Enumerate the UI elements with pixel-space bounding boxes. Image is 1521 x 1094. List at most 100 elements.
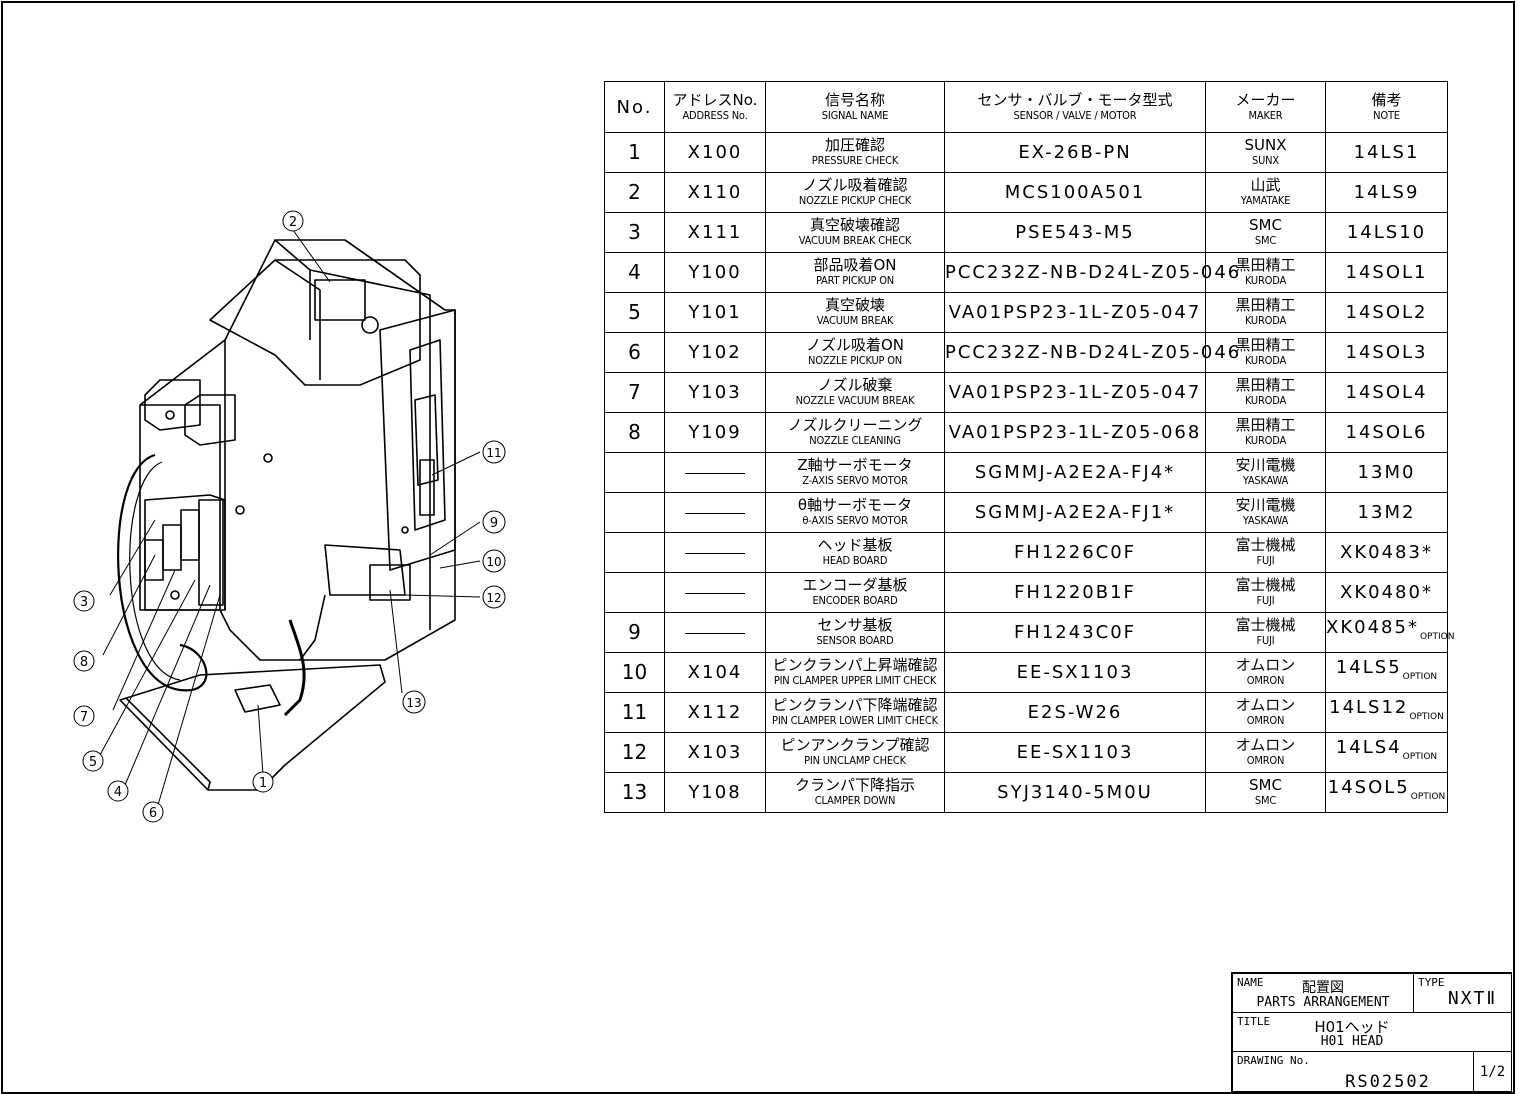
callout-9: 9 [482,510,506,534]
maker-jp: オムロン [1235,736,1296,754]
svg-text:8: 8 [80,655,88,670]
cell-address: Y103 [664,372,766,413]
row-number: 4 [628,260,641,284]
address-value: Y103 [688,382,742,403]
cell-model: E2S-W26 [944,692,1206,733]
address-value: Y100 [688,262,742,283]
cell-note: 14LS12OPTION [1325,692,1448,733]
note-value: 14SOL3 [1345,342,1428,363]
note-value: 14SOL1 [1345,262,1428,283]
model-value: PCC232Z-NB-D24L-Z05-046 [945,342,1242,363]
note-value: 14SOL5OPTION [1327,777,1446,803]
signal-name-en: HEAD BOARD [822,554,888,567]
maker-en: YASKAWA [1242,474,1289,487]
maker-en: FUJI [1256,634,1275,647]
sheet-number: 1/2 [1479,1064,1506,1080]
maker-en: KURODA [1244,354,1287,367]
maker-jp: オムロン [1235,696,1296,714]
cell-address: Y109 [664,412,766,453]
row-number: 12 [621,740,648,764]
model-value: VA01PSP23-1L-Z05-047 [948,302,1202,323]
row-number: 8 [628,420,641,444]
model-value: FH1243C0F [1013,622,1137,643]
cell-note: XK0485*OPTION [1325,612,1455,653]
callout-8: 8 [73,650,95,672]
cell-note: 14SOL6 [1325,412,1448,453]
name-label: NAME [1237,976,1264,989]
name-cell: NAME 配置図 PARTS ARRANGEMENT [1232,973,1414,1013]
signal-name-en: PIN CLAMPER LOWER LIMIT CHECK [772,714,938,727]
callout-11: 11 [482,440,506,464]
row-number: 3 [628,220,641,244]
note-value: 14LS12OPTION [1329,697,1444,723]
callout-3: 3 [73,590,95,612]
cell-no: 2 [604,172,665,213]
cell-model: PSE543-M5 [944,212,1206,253]
address-value: Y109 [688,422,742,443]
sheet-cell: 1/2 [1473,1051,1512,1092]
signal-name-en: VACUUM BREAK [816,314,894,327]
cell-no [604,532,665,573]
model-value: FH1226C0F [1013,542,1137,563]
signal-name-jp: ヘッド基板 [817,536,893,554]
signal-name-jp: θ軸サーボモータ [797,496,913,514]
cell-address: X104 [664,652,766,693]
note-value: 14LS10 [1346,222,1427,243]
maker-jp: 富士機械 [1235,536,1296,554]
address-value: X100 [687,142,743,163]
note-value: XK0485*OPTION [1326,617,1455,643]
row-number: 9 [628,620,641,644]
cell-model: SGMMJ-A2E2A-FJ1* [944,492,1206,533]
cell-model: SGMMJ-A2E2A-FJ4* [944,452,1206,493]
cell-note: 14LS5OPTION [1325,652,1448,693]
note-value: 14LS9 [1353,182,1420,203]
cell-no: 9 [604,612,665,653]
callout-10: 10 [482,549,506,573]
air-tube [117,453,208,692]
cell-note: XK0483* [1325,532,1448,573]
cell-no: 3 [604,212,665,253]
callout-6: 6 [142,801,164,823]
valve-block [144,494,226,611]
cell-model: EE-SX1103 [944,652,1206,693]
maker-en: SMC [1254,794,1277,807]
row-number: 1 [628,140,641,164]
maker-jp: 黒田精工 [1235,376,1296,394]
model-value: SGMMJ-A2E2A-FJ1* [974,502,1176,523]
cell-no [604,572,665,613]
address-value: X111 [687,222,743,243]
cell-note: 14LS9 [1325,172,1448,213]
signal-name-en: θ-AXIS SERVO MOTOR [802,514,908,527]
cell-address: X111 [664,212,766,253]
row-number: 10 [621,660,648,684]
cell-no: 10 [604,652,665,693]
address-value: Y102 [688,342,742,363]
dash-placeholder [685,473,745,474]
cell-note: 13M2 [1325,492,1448,533]
signal-name-jp: ノズル吸着確認 [802,176,908,194]
cell-note: 14SOL1 [1325,252,1448,293]
title-en: H01 HEAD [1320,1034,1384,1049]
signal-name-jp: Z軸サーボモータ [797,456,913,474]
cell-no: 5 [604,292,665,333]
maker-en: OMRON [1246,674,1285,687]
